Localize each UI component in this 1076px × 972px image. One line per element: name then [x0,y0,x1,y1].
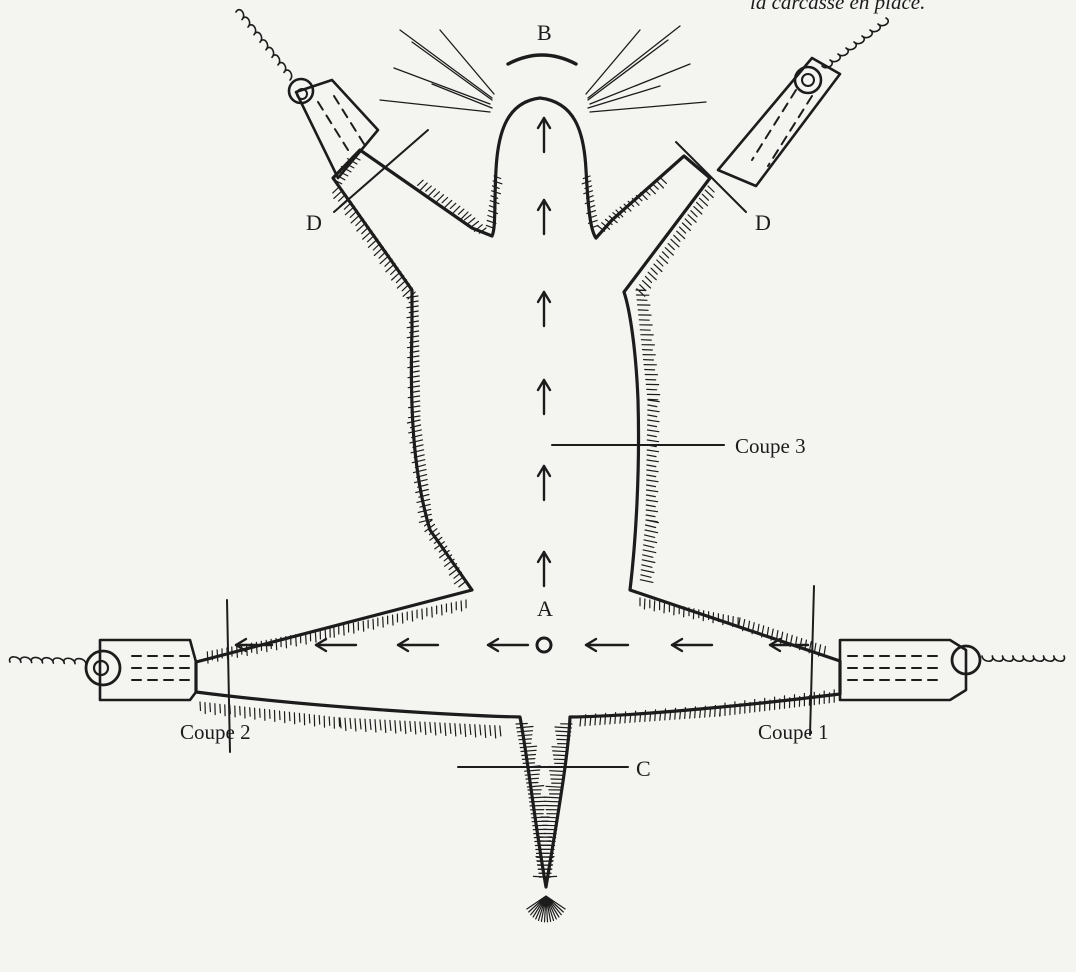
paw-lower-left [100,640,196,700]
fur-hind-left-top [207,600,466,663]
arrow-left-5 [586,639,628,651]
cut-b-arc [508,55,576,64]
label-b: B [537,20,552,45]
top-note: la carcasse en place. [750,0,925,14]
label-coupe-1: Coupe 1 [758,720,829,744]
arrow-up-2 [538,200,550,234]
label-a: A [537,596,553,621]
label-coupe-2: Coupe 2 [180,720,251,744]
arrow-up-3 [538,292,550,326]
label-c: C [636,756,651,781]
label-d-right: D [755,210,771,235]
point-a-circle [537,638,551,652]
fur-tail-tip [527,896,565,922]
spring-upper-right [822,18,888,68]
label-coupe-3: Coupe 3 [735,434,806,458]
arrow-up-4 [538,380,550,414]
arrows-leg-cut [236,639,808,651]
arrow-up-5 [538,466,550,500]
arrow-up-6 [538,552,550,586]
arrows-belly-cut [538,118,550,586]
spring-lower-right [982,656,1064,661]
coupe-1-line [810,586,814,735]
arrow-left-6 [672,639,712,651]
d-left-leader [334,130,428,212]
fur-hatching [200,156,834,922]
paw-lower-right [840,640,966,700]
label-d-left: D [306,210,322,235]
fur-left-body [333,156,467,587]
arrow-left-3 [398,639,438,651]
skin-outline [196,98,840,887]
arrow-left-2 [316,639,356,651]
spring-upper-left [236,10,292,80]
fur-right-body [636,186,714,582]
arrow-up-1 [538,118,550,152]
fur-head-left [418,176,502,233]
spring-lower-left [10,657,86,664]
paw-upper-left [296,80,378,178]
arrow-left-4 [488,639,528,651]
